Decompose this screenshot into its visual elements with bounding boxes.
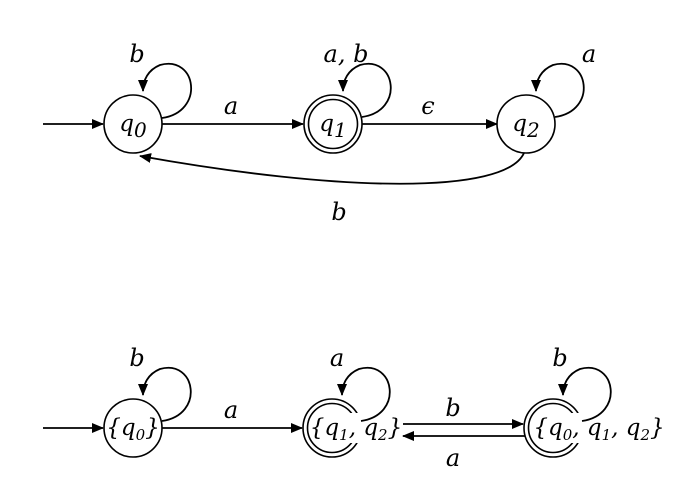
nfa-loop-q0 bbox=[138, 62, 192, 119]
dfa-loop-s0 bbox=[138, 366, 192, 422]
svg-text:{q0, q1, q2}: {q0, q1, q2} bbox=[533, 415, 664, 444]
nfa-state-q0: q0 bbox=[103, 94, 163, 154]
dfa-label-s0-s1: a bbox=[224, 396, 238, 424]
nfa-label-q1-loop: a, b bbox=[324, 40, 369, 68]
dfa-state-s0: {q0} bbox=[103, 398, 163, 458]
nfa-label-q2-loop: a bbox=[582, 40, 596, 68]
dfa-label-s0-loop: b bbox=[129, 344, 144, 372]
dfa-diagram: {q0} b a {q1, q2} a b a bbox=[43, 344, 666, 472]
svg-text:q1: q1 bbox=[319, 111, 346, 142]
dfa-loop-s2 bbox=[558, 366, 612, 422]
nfa-diagram: q0 b a q1 a, b ϵ q2 bbox=[43, 40, 596, 226]
svg-text:{q0}: {q0} bbox=[106, 415, 160, 444]
svg-text:q2: q2 bbox=[512, 111, 539, 142]
svg-text:q0: q0 bbox=[119, 111, 147, 142]
nfa-label-q1-q2: ϵ bbox=[421, 92, 434, 120]
nfa-label-q0-q1: a bbox=[224, 92, 238, 120]
dfa-loop-s1 bbox=[337, 366, 391, 422]
nfa-loop-q2 bbox=[531, 62, 585, 118]
dfa-state-s2: {q0, q1, q2} bbox=[523, 398, 666, 458]
dfa-label-s1-s2: b bbox=[445, 394, 460, 422]
dfa-label-s2-loop: b bbox=[552, 344, 567, 372]
nfa-edge-q2-q0 bbox=[139, 152, 525, 185]
nfa-state-q1: q1 bbox=[303, 94, 363, 154]
nfa-state-q2: q2 bbox=[496, 94, 556, 154]
nfa-label-q2-q0: b bbox=[331, 198, 346, 226]
dfa-label-s1-loop: a bbox=[330, 344, 344, 372]
dfa-label-s2-s1: a bbox=[446, 444, 460, 472]
nfa-label-q0-loop: b bbox=[129, 40, 144, 68]
dfa-state-s1: {q1, q2} bbox=[302, 398, 402, 458]
svg-text:{q1, q2}: {q1, q2} bbox=[310, 415, 402, 444]
nfa-loop-q1 bbox=[338, 62, 392, 118]
